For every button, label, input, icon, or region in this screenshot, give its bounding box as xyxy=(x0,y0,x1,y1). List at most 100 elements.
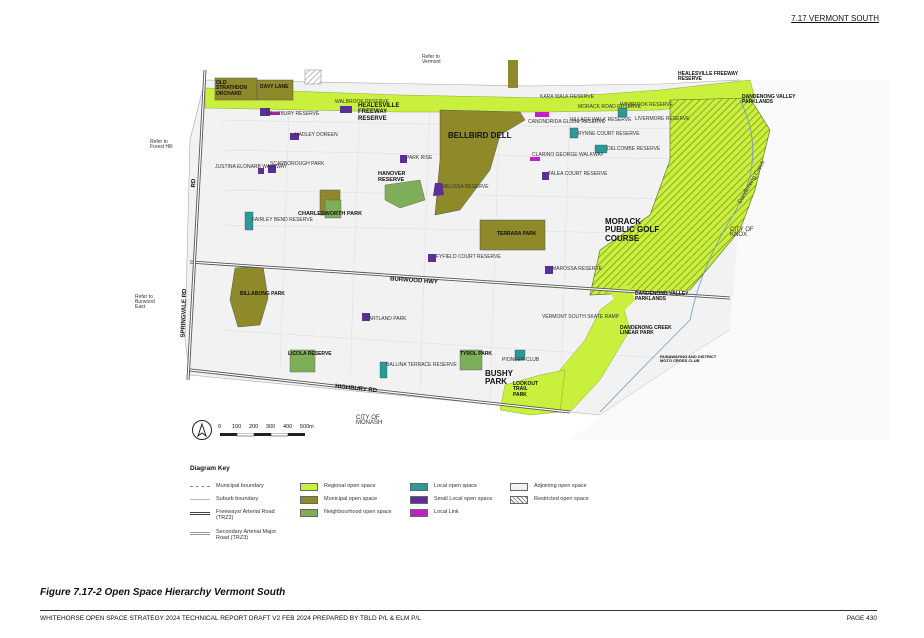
label-bellbird: BELLBIRD DELL xyxy=(448,131,512,140)
key-title: Diagram Key xyxy=(190,465,230,472)
scarborough-park xyxy=(268,165,276,173)
label-scarborough: SCARBOROUGH PARK xyxy=(270,161,325,167)
westbury-reserve xyxy=(260,108,270,116)
label-marossa: MAROSSA RESERVE xyxy=(552,266,602,272)
winbrook-reserve xyxy=(617,107,628,118)
scale-tick: 500m xyxy=(300,424,314,430)
scale-tick: 0 xyxy=(218,424,222,430)
davy-lane xyxy=(256,79,294,101)
label-talea: TALEA COURT RESERVE xyxy=(548,171,608,177)
label-old-orchard: OLD STRATHDON ORCHARD xyxy=(216,80,248,97)
label-doreen: HADLEY DOREEN xyxy=(295,132,338,138)
map-canvas xyxy=(184,60,890,440)
label-hanover: HANOVER RESERVE xyxy=(378,171,406,183)
label-rynne: RYNNE COURT RESERVE xyxy=(578,131,640,137)
key-local: Local open space xyxy=(410,483,477,491)
label-runawaying: RUNAWAYING AND DISTRICT MOTO CROSS CLUB xyxy=(660,354,717,364)
label-canondrida: CANONDRIDA GLOBE RESERVE xyxy=(528,119,606,125)
pioneer-club xyxy=(514,349,526,361)
fyfield-court-reserve xyxy=(428,254,436,262)
label-davy: DAVY LANE xyxy=(260,84,289,90)
restricted-strip xyxy=(304,69,322,85)
key-restricted: Restricted open space xyxy=(510,496,589,504)
label-monash: CITY OF MONASH xyxy=(356,415,383,426)
label-refer-vermont: Refer to Vermont xyxy=(422,54,441,65)
label-westbury: WESTBURY RESERVE xyxy=(266,111,320,117)
rynne-court-reserve xyxy=(569,127,579,139)
label-tyrol: TYROL PARK xyxy=(460,351,493,357)
park-rise xyxy=(400,155,407,163)
label-ballina: BALLINA TERRACE RESERVE xyxy=(386,362,457,368)
cartland-park xyxy=(362,313,370,321)
clarino-george-walkway xyxy=(530,157,540,161)
freeway-north-strip xyxy=(508,60,518,88)
label-lookout: LOOKOUT TRAIL PARK xyxy=(513,381,538,398)
label-cartland: CARTLAND PARK xyxy=(365,316,407,322)
terrara-park xyxy=(479,219,546,251)
diagram-key: Diagram Key Municipal boundary Suburb bo… xyxy=(190,465,610,575)
label-refer-burwoodeast: Refer to Burwood East xyxy=(135,294,155,310)
key-municipal: Municipal open space xyxy=(300,496,377,504)
tyrol-park xyxy=(459,349,483,371)
westbury-link xyxy=(270,112,280,115)
label-parkrise: PARK RISE xyxy=(406,155,433,161)
label-dvp2: DANDENONG VALLEY PARKLANDS xyxy=(635,291,689,303)
label-dclp: DANDENONG CREEK LINEAR PARK xyxy=(620,325,672,337)
label-dvp: DANDENONG VALLEY PARKLANDS xyxy=(742,94,796,106)
licola-reserve xyxy=(289,349,316,373)
label-bushy: BUSHY PARK xyxy=(485,369,513,387)
label-livermore: LIVERMORE RESERVE xyxy=(635,116,690,122)
figure-caption: Figure 7.17-2 Open Space Hierarchy Vermo… xyxy=(40,587,286,598)
label-morack: MORACK PUBLIC GOLF COURSE xyxy=(605,217,660,243)
key-municipal-boundary: Municipal boundary xyxy=(190,483,264,489)
morack-golf-course xyxy=(589,97,771,296)
label-winbrook: WINBROOK RESERVE xyxy=(620,102,673,108)
justina-walkway xyxy=(258,168,264,174)
label-fairley: FAIRLEY BEND RESERVE xyxy=(252,217,313,223)
label-village: VILLAGE WALK RESERVE xyxy=(570,117,632,123)
fairley-bend-reserve xyxy=(244,211,254,231)
key-secondary-road: Secondary Arterial Major Road (TRZ3) xyxy=(190,529,290,541)
label-skate: VERMONT SOUTH SKATE RAMP xyxy=(542,314,620,320)
marossa-reserve xyxy=(545,266,553,274)
north-arrow-icon xyxy=(192,420,212,440)
open-space-map: BELLBIRD DELL MORACK PUBLIC GOLF COURSE … xyxy=(130,40,890,440)
label-rd: RD xyxy=(191,178,198,188)
hadley-doreen xyxy=(290,133,299,140)
adjoining-area xyxy=(570,80,890,440)
label-clarino: CLARINO GEORGE WALKWAY xyxy=(532,152,604,158)
ballina-terrace-reserve xyxy=(379,361,388,379)
scale-tick: 400 xyxy=(283,424,293,430)
key-suburb-boundary: Suburb boundary xyxy=(190,496,258,502)
key-freeway: Freeways/ Arterial Road (TRZ2) xyxy=(190,509,290,521)
bellbird-dell xyxy=(434,109,526,216)
healesville-freeway-reserve xyxy=(204,79,756,113)
label-delcombe: DELCOMBE RESERVE xyxy=(607,146,661,152)
key-regional: Regional open space xyxy=(300,483,376,491)
scale-tick: 200 xyxy=(249,424,259,430)
delcombe-reserve xyxy=(594,144,608,154)
label-charlesworth: CHARLESWORTH PARK xyxy=(298,211,363,217)
label-knox: CITY OF KNOX xyxy=(730,227,754,238)
canondrida-globe-reserve xyxy=(535,112,549,117)
melissa-reserve xyxy=(433,183,444,196)
label-billabong: BILLABONG PARK xyxy=(240,291,285,297)
label-morackrd: MORACK ROAD RESERVE xyxy=(578,104,641,110)
label-kara: KARA WALK RESERVE xyxy=(540,94,594,100)
section-header: 7.17 VERMONT SOUTH xyxy=(791,14,879,23)
label-licola: LICOLA RESERVE xyxy=(288,351,332,357)
label-healesville: HEALESVILLE FREEWAY RESERVE xyxy=(358,103,400,122)
footer-page: PAGE 430 xyxy=(846,615,877,622)
talea-court-reserve xyxy=(542,172,549,180)
key-neighbourhood: Neighbourhood open space xyxy=(300,509,392,517)
label-pioneer: PIONEER CLUB xyxy=(502,357,540,363)
key-local-link: Local Link xyxy=(410,509,459,517)
label-walbrook: WALBROOK RESERVE xyxy=(335,99,389,105)
key-adjoining: Adjoining open space xyxy=(510,483,587,491)
label-fyfield: FYFIELD COURT RESERVE xyxy=(436,254,501,260)
footer-left: WHITEHORSE OPEN SPACE STRATEGY 2024 TECH… xyxy=(40,615,421,622)
charlesworth-green xyxy=(324,199,342,219)
hanover-reserve xyxy=(384,179,426,209)
walbrook-reserve xyxy=(340,106,352,113)
label-refer-foresthill: Refer to Forest Hill xyxy=(150,139,173,150)
